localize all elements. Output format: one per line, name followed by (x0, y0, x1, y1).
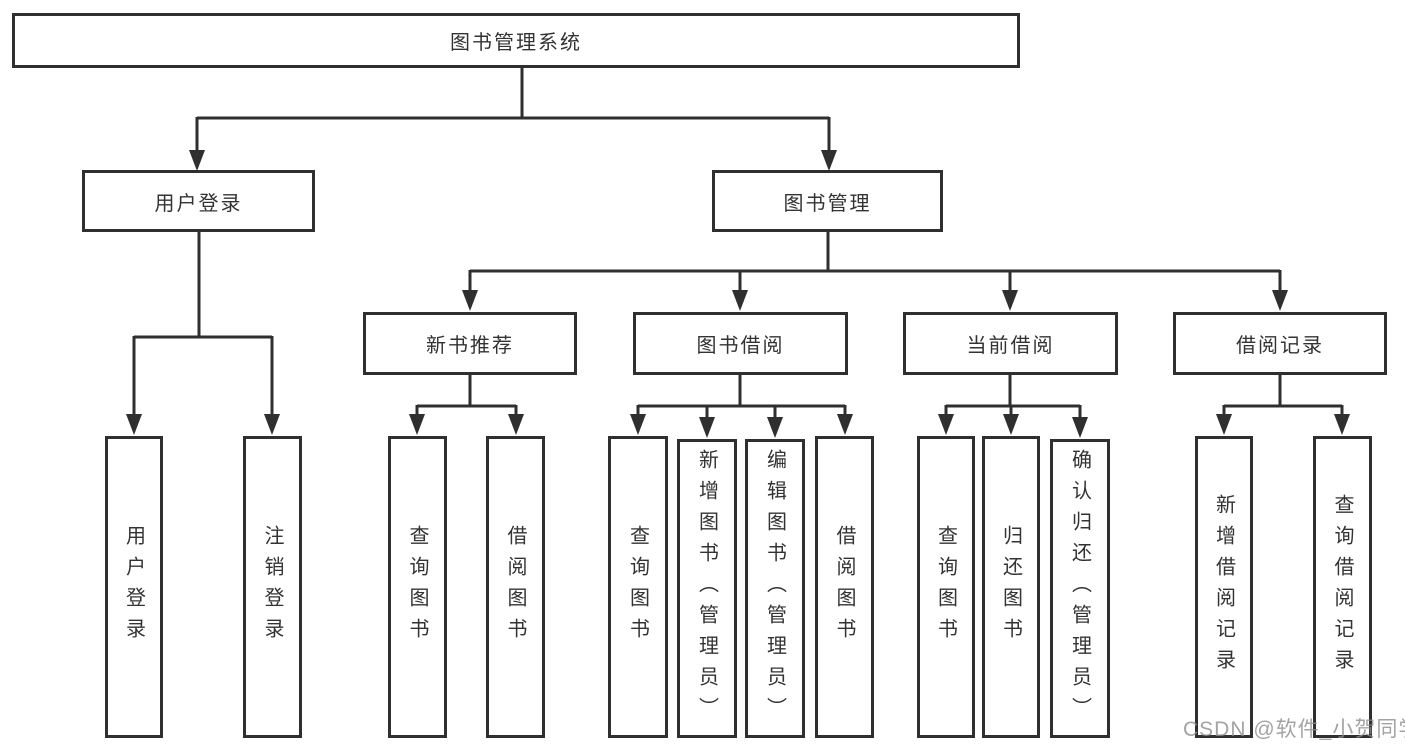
leaf-confirm-return-admin: 确认归还（管理员） (1050, 439, 1110, 738)
node-new-book-recommend: 新书推荐 (363, 312, 577, 375)
node-label: 查询图书 (626, 525, 649, 649)
node-label: 确认归还（管理员） (1068, 449, 1091, 728)
leaf-add-books-admin: 新增图书（管理员） (677, 439, 737, 738)
node-current-borrow: 当前借阅 (903, 312, 1118, 375)
node-label: 归还图书 (999, 525, 1022, 649)
node-label: 新书推荐 (426, 335, 514, 357)
arrowheads (126, 150, 1350, 438)
node-label: 查询借阅记录 (1331, 494, 1353, 680)
csdn-watermark: CSDN @软件_小贺同学 (1183, 718, 1405, 741)
node-label: 编辑图书（管理员） (763, 449, 786, 728)
leaf-query-borrow-record: 查询借阅记录 (1313, 436, 1372, 738)
leaf-borrow-books: 借阅图书 (486, 436, 545, 738)
node-library-management-system: 图书管理系统 (12, 13, 1020, 68)
leaf-edit-books-admin: 编辑图书（管理员） (745, 439, 805, 738)
node-label: 图书借阅 (696, 335, 785, 357)
leaf-return-books: 归还图书 (982, 436, 1040, 738)
node-borrow-record: 借阅记录 (1173, 312, 1387, 375)
leaf-logout: 注销登录 (243, 436, 302, 738)
node-label: 当前借阅 (966, 335, 1055, 357)
node-label: 新增图书（管理员） (695, 449, 718, 728)
node-label: 借阅图书 (504, 525, 526, 649)
node-user-login: 用户登录 (82, 170, 315, 232)
node-book-borrow: 图书借阅 (633, 312, 848, 375)
node-label: 借阅记录 (1236, 335, 1324, 357)
leaf-query-books: 查询图书 (917, 436, 975, 738)
node-label: 图书管理 (783, 192, 872, 215)
node-label: 查询图书 (406, 525, 428, 649)
leaf-query-books: 查询图书 (608, 436, 668, 738)
leaf-add-borrow-record: 新增借阅记录 (1195, 436, 1253, 738)
node-book-management: 图书管理 (712, 170, 943, 232)
node-label: 查询图书 (934, 525, 957, 649)
node-label: 注销登录 (261, 525, 283, 649)
node-label: 图书管理系统 (450, 32, 582, 54)
node-label: 用户登录 (154, 192, 243, 215)
node-label: 用户登录 (122, 525, 145, 649)
leaf-query-books: 查询图书 (388, 436, 447, 738)
leaf-borrow-books: 借阅图书 (815, 436, 874, 738)
node-label: 借阅图书 (833, 525, 855, 649)
node-label: 新增借阅记录 (1212, 494, 1235, 680)
leaf-user-login: 用户登录 (105, 436, 163, 738)
